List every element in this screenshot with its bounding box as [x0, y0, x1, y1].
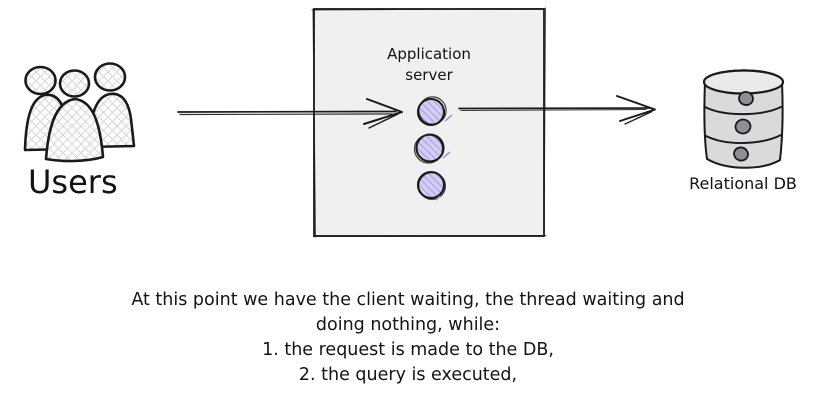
- db-record-dot: [734, 118, 752, 135]
- relational-db-label: Relational DB: [689, 174, 797, 193]
- caption-line-2: doing nothing, while:: [315, 315, 501, 335]
- app-server-label: Application server: [387, 45, 471, 84]
- users-icon: [23, 62, 136, 163]
- db-record-dot: [733, 146, 749, 162]
- db-record-dot: [738, 91, 754, 106]
- thread-circle: [416, 170, 446, 200]
- thread-circle: [416, 97, 446, 127]
- users-label: Users: [28, 163, 118, 201]
- arrow-users-to-server-icon: [177, 98, 403, 129]
- caption: At this point we have the client waiting…: [0, 288, 816, 388]
- database-icon: [702, 69, 785, 169]
- caption-line-1: At this point we have the client waiting…: [131, 290, 685, 310]
- arrow-server-to-db-icon: [458, 95, 656, 125]
- caption-line-3: 1. the request is made to the DB,: [262, 340, 554, 360]
- thread-circles-icon: [413, 96, 453, 201]
- caption-line-4: 2. the query is executed,: [298, 365, 518, 385]
